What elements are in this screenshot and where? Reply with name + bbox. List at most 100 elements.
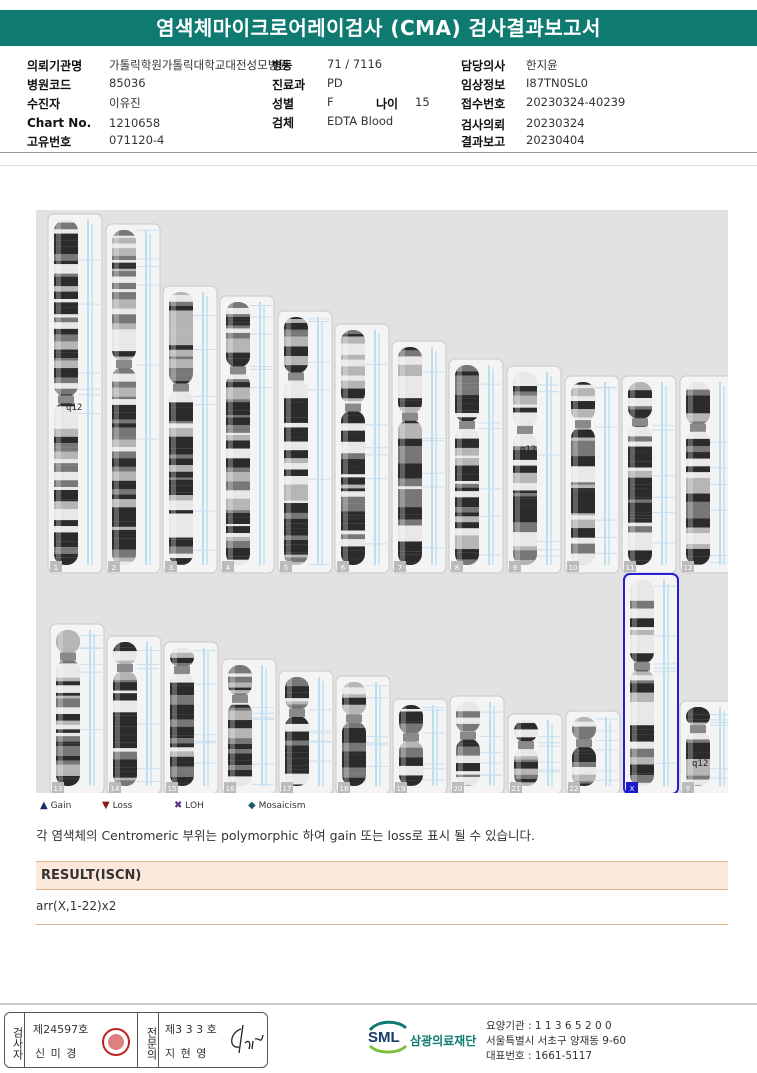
chromosome-label-box	[394, 561, 406, 572]
sign2-role: 전문의	[137, 1013, 159, 1067]
centromere	[575, 420, 591, 429]
value-hospital-code: 85036	[109, 76, 146, 90]
label-report-date: 결과보고	[461, 135, 506, 149]
chromosome-label: 1	[54, 564, 58, 572]
chromosome-11: 11	[621, 375, 677, 574]
mosaicism-icon: ◆	[248, 800, 256, 811]
header-divider-2	[0, 165, 757, 166]
signature-box: 검사자 제24597호 신 미 경 전문의 제3 3 3 호 지 현 영	[4, 1012, 268, 1068]
org-address: 서울특별시 서초구 양재동 9-60	[486, 1035, 627, 1047]
centromere	[460, 731, 476, 740]
report-title: 염색체마이크로어레이검사 (CMA) 검사결과보고서	[0, 10, 757, 46]
chromosome-label: 15	[168, 785, 177, 793]
centromere	[459, 421, 475, 429]
centromere	[690, 725, 706, 734]
chromosome-2: 2	[105, 223, 161, 574]
sign2-name: 지 현 영	[165, 1047, 208, 1060]
chromosome-8: 8	[448, 358, 504, 574]
chromosome-label: Y	[685, 785, 691, 793]
chromosome-bands	[228, 665, 252, 787]
chromosome-label-box	[567, 561, 579, 572]
chromosome-label-box	[624, 561, 636, 572]
chromosome-label-box	[50, 561, 62, 572]
chromosome-label-box	[165, 561, 177, 572]
chromosome-1: 1	[47, 213, 103, 574]
chromosome-15: 15	[163, 641, 219, 795]
seal-stamp	[102, 1028, 130, 1056]
chromosome-label-box	[451, 561, 463, 572]
legend-loss: ▼ Loss	[102, 800, 133, 811]
chromosome-label: 8	[455, 564, 459, 572]
chromosome-3: 3	[162, 285, 218, 574]
chromosome-18: 18	[335, 675, 391, 795]
chromosome-10: 10	[564, 375, 620, 574]
label-dept: 진료과	[272, 78, 306, 92]
legend-mosaicism: ◆ Mosaicism	[248, 800, 306, 811]
chromosome-label-box	[337, 561, 349, 572]
chromosome-5: 5	[277, 310, 333, 574]
chromosome-6: 6	[334, 323, 390, 574]
value-chart-no: 1210658	[109, 116, 161, 130]
chromosome-bands	[341, 330, 365, 565]
label-ward: 병동	[272, 59, 293, 72]
centromere	[232, 694, 248, 703]
chromosome-bands	[628, 382, 652, 565]
chromosome-17: 17	[278, 670, 334, 795]
chromosome-bands	[686, 707, 710, 786]
legend: ▲ Gain ▼ Loss ✖ LOH ◆ Mosaicism	[36, 798, 728, 814]
centromere	[345, 403, 361, 412]
chromosome-label: 16	[226, 785, 235, 793]
centromere	[402, 412, 418, 421]
chromosome-20: 20	[449, 695, 505, 795]
centromere	[173, 383, 189, 392]
sign1-role: 검사자	[5, 1013, 25, 1067]
value-receipt-no: 20230324-40239	[526, 95, 626, 109]
centromere	[517, 425, 533, 434]
chromosome-label: 20	[454, 785, 463, 793]
header-divider	[0, 152, 757, 153]
band-annotation: q12	[692, 759, 708, 769]
label-unique-id: 고유번호	[27, 135, 72, 149]
chromosome-bands	[284, 317, 308, 565]
label-doctor: 담당의사	[461, 59, 506, 73]
value-age: 15	[415, 95, 430, 109]
result-heading: RESULT(ISCN)	[36, 861, 728, 890]
value-request-date: 20230324	[526, 116, 585, 130]
value-specimen: EDTA Blood	[327, 114, 394, 128]
loh-icon: ✖	[174, 800, 183, 811]
label-receipt-no: 접수번호	[461, 97, 506, 111]
chromosome-13: 13	[49, 623, 105, 795]
chromosome-label: 6	[341, 564, 346, 572]
centromere	[174, 666, 190, 675]
centromere	[346, 714, 362, 723]
chromosome-Y: Y	[679, 700, 735, 795]
chromosome-bands	[112, 230, 136, 565]
chromosome-X: X	[623, 573, 679, 795]
centromere-note: 각 염색체의 Centromeric 부위는 polymorphic 하여 ga…	[36, 828, 536, 843]
value-doctor: 한지윤	[526, 58, 558, 72]
chromosome-label-box	[682, 782, 694, 793]
value-ward: 71 / 7116	[327, 57, 383, 71]
chromosome-label-box	[682, 561, 694, 572]
chromosome-label: 18	[340, 785, 349, 793]
centromere	[230, 366, 246, 375]
chromosome-9: 9	[506, 365, 562, 574]
legend-loh: ✖ LOH	[174, 800, 204, 811]
chromosome-bands	[398, 347, 422, 565]
centromere	[116, 360, 132, 368]
label-specimen: 검체	[272, 116, 295, 130]
chromosome-label-box	[222, 561, 234, 572]
handwritten-signature	[231, 1024, 264, 1054]
chromosome-label: 21	[512, 785, 521, 793]
footer: 검사자 제24597호 신 미 경 전문의 제3 3 3 호 지 현 영 SML…	[0, 1003, 757, 1073]
org-phone: 대표번호 : 1661-5117	[486, 1050, 593, 1062]
sign1-license-no: 제24597호	[33, 1023, 89, 1036]
loss-icon: ▼	[102, 800, 110, 811]
result-value: arr(X,1-22)x2	[36, 890, 728, 925]
logo-text: SML	[368, 1029, 400, 1046]
chromosome-label: 9	[513, 564, 517, 572]
value-patient: 이유진	[109, 96, 141, 110]
chromosome-bands	[572, 717, 596, 786]
